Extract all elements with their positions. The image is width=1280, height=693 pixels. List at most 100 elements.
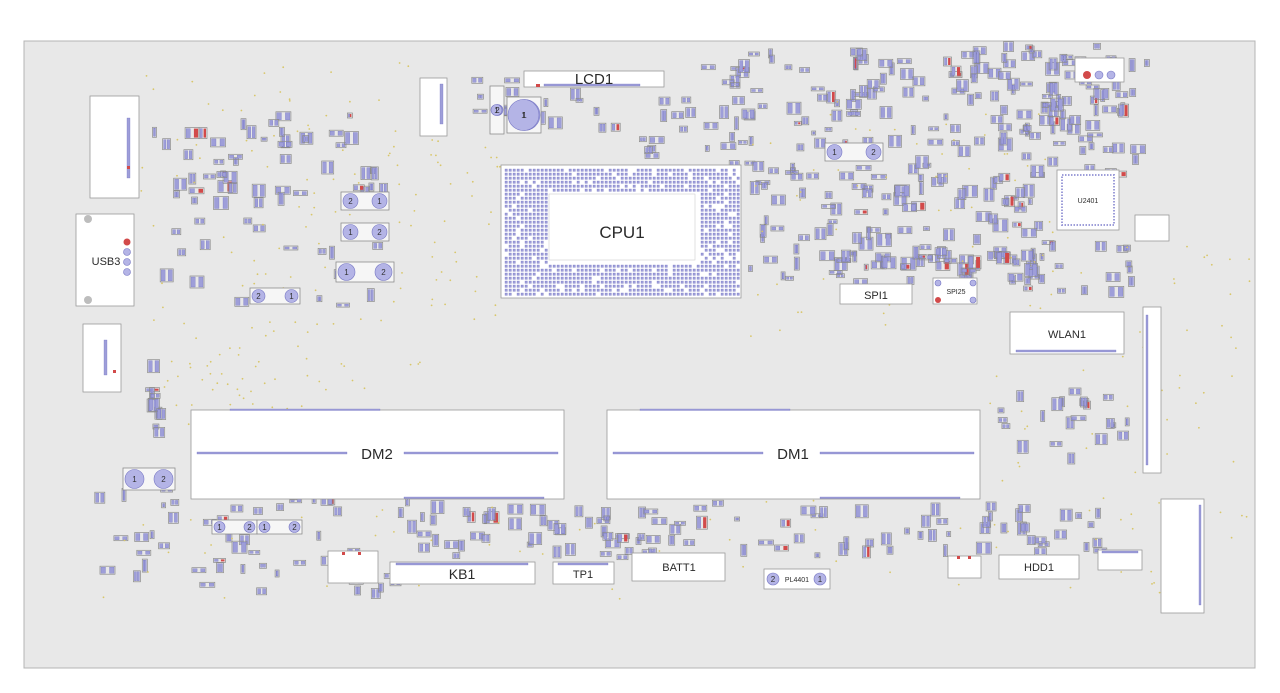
component-misc-bottom-right[interactable] [1097,549,1143,571]
bga-ball [540,220,544,224]
bga-ball [608,276,612,280]
component-hdd1[interactable]: HDD1 [998,554,1080,580]
component-kb1[interactable]: KB1 [389,561,536,585]
bga-ball [668,188,672,192]
smd-part [999,131,1008,146]
via [305,357,308,360]
smd-part [370,588,381,599]
component-batt1[interactable]: BATT1 [631,552,726,582]
component-lcd1[interactable]: LCD1 [523,70,665,88]
bga-ball [644,268,648,272]
bga-ball [732,192,736,196]
component-pl4401[interactable]: 2 1 PL4401 [763,568,831,590]
smd-part [1102,105,1118,114]
via [256,273,259,276]
smd-part [1032,50,1043,59]
component-misc-left-connector[interactable] [419,77,448,137]
two-terminal-part[interactable]: 11 [506,96,542,134]
via [494,314,497,317]
smd-part [183,149,194,161]
two-terminal-part[interactable]: 21 [489,85,505,135]
component-wlan1[interactable]: WLAN1 [1009,311,1125,355]
bga-ball [584,176,588,180]
via [1166,418,1168,421]
bga-ball [704,264,708,268]
bga-ball [724,212,728,216]
component-dm2[interactable]: DM2 [190,408,565,500]
smd-part [780,518,792,528]
bga-ball [712,256,716,260]
component-usb3[interactable]: USB3 [75,213,135,307]
component-misc-top-right[interactable] [1074,57,1125,83]
component-misc-right-mid[interactable] [1134,214,1170,242]
component-right-connector-bottom[interactable] [1160,498,1205,614]
smd-part [796,143,805,152]
smd-part [761,181,768,190]
via [993,523,996,526]
via [262,223,264,226]
component-dm1[interactable]: DM1 [606,408,981,500]
bga-ball [720,252,724,256]
via [269,321,271,323]
component-misc-bottom-left[interactable] [327,550,379,584]
bga-ball [648,288,652,292]
bga-ball [532,252,536,256]
smd-part [279,126,285,137]
smd-part [259,562,267,569]
smd-part [1094,433,1108,446]
via [378,99,380,101]
bga-ball [524,248,528,252]
component-u2401[interactable]: U2401 [1056,169,1120,231]
component-spi1[interactable]: SPI1 [839,283,913,305]
bga-ball [668,168,672,172]
smd-part [800,505,817,516]
component-cpu1[interactable]: CPU1 [500,164,742,299]
bga-ball [564,176,568,180]
bga-ball [544,176,548,180]
smd-part [1024,277,1032,285]
smd-part [240,564,246,574]
via [888,304,891,306]
bga-ball [528,276,532,280]
via [1126,405,1129,408]
via [1186,245,1188,248]
smd-part [1048,81,1059,96]
bga-ball [604,184,608,188]
via [444,303,446,306]
smd-part [974,136,985,146]
via [1024,428,1026,430]
smd-part [1041,102,1052,108]
component-right-connector-vertical[interactable] [1142,306,1162,474]
component-misc-hdd-left[interactable] [947,555,982,579]
component-tp1[interactable]: TP1 [552,561,615,585]
via [937,209,940,212]
bga-ball [708,288,712,292]
bga-ball [640,180,644,184]
smd-part [983,187,995,202]
smd-part [975,541,992,555]
bga-ball [664,176,668,180]
bga-ball [700,268,704,272]
bga-ball [720,276,724,280]
bga-ball [616,168,620,172]
bga-ball [536,248,540,252]
smd-part [843,536,850,551]
bga-ball [720,224,724,228]
bga-ball [716,200,720,204]
component-left-connector-top[interactable] [89,95,140,199]
component-left-connector-mid[interactable] [82,323,122,393]
bga-ball [612,280,616,284]
component-spi25[interactable]: SPI25 [932,277,978,305]
bga-ball [728,268,732,272]
via [318,380,321,383]
